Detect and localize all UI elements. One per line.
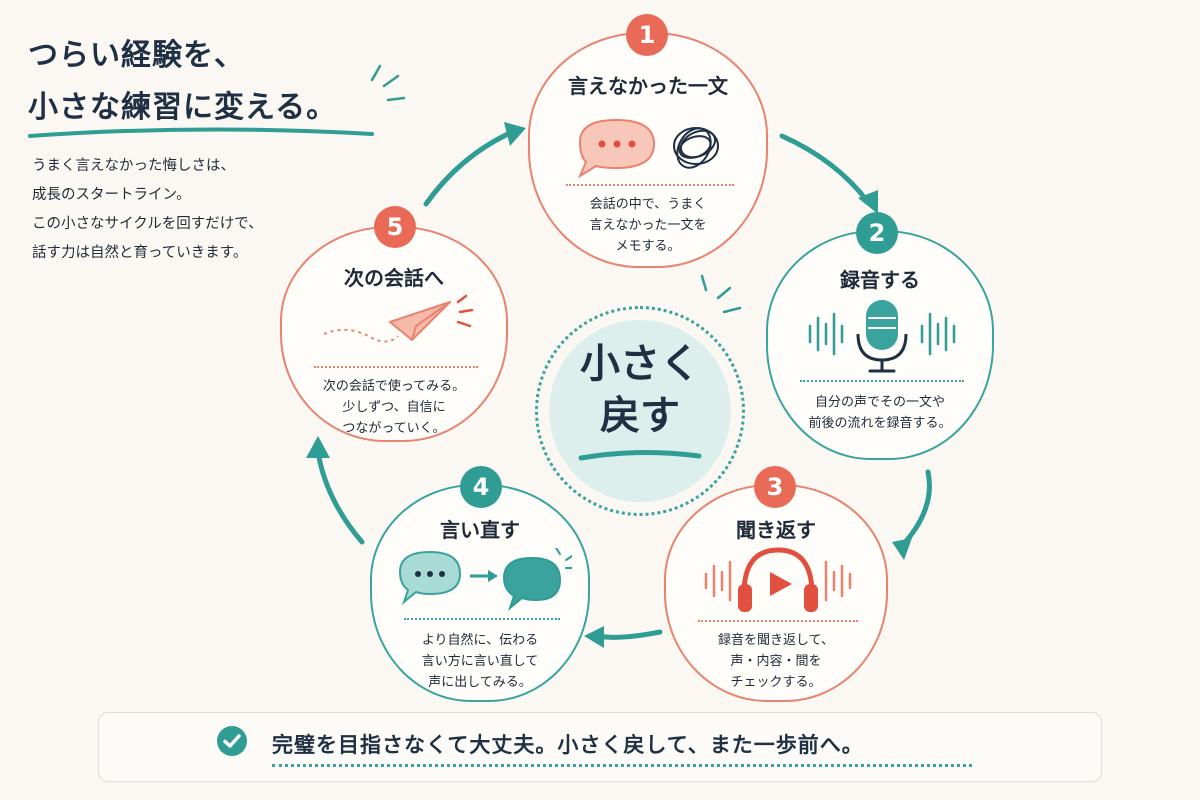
- step-desc-line: 言えなかった一文を: [589, 218, 707, 233]
- speech-bubble-icon: [577, 118, 656, 179]
- intro-text: うまく言えなかった悔しさは、 成長のスタートライン。 この小さなサイクルを回すだ…: [32, 152, 352, 268]
- step1-icons: [577, 118, 719, 179]
- microphone-icon: [808, 300, 956, 373]
- arrow-right-icon: [470, 570, 498, 582]
- step-number-badge-3: 3: [754, 466, 796, 508]
- center-label: 小さく 戻す: [549, 338, 731, 442]
- step-desc-line: 声に出してみる。: [428, 675, 532, 690]
- center-label-line-1: 小さく: [580, 341, 700, 387]
- center-disc: [549, 320, 731, 502]
- step-desc-line: つながっていく。: [342, 421, 446, 436]
- step-desc-line: 言い方に言い直して: [421, 654, 539, 669]
- step-desc: 会話の中で、うまく 言えなかった一文を メモする。: [530, 194, 766, 257]
- step-desc: より自然に、伝わる 言い方に言い直して 声に出してみる。: [372, 630, 588, 693]
- step-desc-line: より自然に、伝わる: [421, 633, 539, 648]
- step-card-5: 次の会話へ 次の会話で使ってみる。 少しずつ、自信に つながっていく。: [280, 226, 508, 442]
- step-card-3: 聞き返す 録音を聞き返して、 声・内容・間を チェックする。: [664, 484, 888, 702]
- step-divider: [566, 184, 734, 186]
- intro-line: 話す力は自然と育っていきます。: [32, 245, 248, 261]
- step-card-2: 録音する 自分の声でその一文や 前後の流れを録音する。: [766, 230, 994, 460]
- banner-message: 完璧を目指さなくて大丈夫。小さく戻して、また一歩前へ。: [272, 733, 864, 757]
- step-title: 言えなかった一文: [568, 74, 728, 98]
- headline-line-1: つらい経験を、: [28, 38, 245, 73]
- center-label-line-2: 戻す: [600, 393, 680, 439]
- step-number-badge-5: 5: [374, 206, 416, 248]
- step-desc-line: 少しずつ、自信に: [342, 400, 446, 415]
- center-ring: [535, 306, 745, 516]
- cycle-arrows: [315, 129, 932, 640]
- tangled-scribble-icon: [673, 127, 719, 169]
- step-desc-line: メモする。: [615, 239, 681, 254]
- step-desc: 録音を聞き返して、 声・内容・間を チェックする。: [666, 630, 886, 693]
- center-sparkle-icon: [700, 274, 742, 314]
- speech-bubble-icon: [398, 550, 462, 606]
- sparkle-icon: [370, 64, 406, 102]
- step4-icons: [398, 548, 572, 612]
- headline: つらい経験を、 小さな練習に変える。: [28, 30, 448, 134]
- bottom-banner: [98, 712, 1102, 782]
- center-underline: [578, 449, 702, 461]
- step-number-badge-2: 2: [856, 212, 898, 254]
- step-divider: [698, 620, 858, 622]
- step-desc: 次の会話で使ってみる。 少しずつ、自信に つながっていく。: [282, 376, 506, 439]
- step-title: 言い直す: [440, 518, 520, 542]
- step-desc-line: 前後の流れを録音する。: [808, 416, 952, 431]
- headline-underline: [28, 127, 374, 138]
- step-title: 次の会話へ: [344, 266, 444, 290]
- step-desc-line: 会話の中で、うまく: [589, 197, 707, 212]
- step-number-badge-1: 1: [626, 14, 668, 56]
- step-divider: [314, 366, 478, 368]
- cycle-arrowheads: [306, 122, 912, 648]
- step-desc-line: 自分の声でその一文や: [814, 395, 945, 410]
- step-divider: [800, 380, 964, 382]
- headphones-play-icon: [704, 547, 852, 612]
- step-desc-line: 声・内容・間を: [730, 654, 822, 669]
- step-card-4: 言い直す より自然に、伝わる 言い方に言い直して 声に出してみる。: [370, 484, 590, 702]
- speech-bubble-icon: [502, 556, 562, 612]
- step-desc-line: 録音を聞き返して、: [718, 633, 834, 648]
- intro-line: うまく言えなかった悔しさは、: [32, 158, 235, 174]
- paper-plane-icon: [323, 294, 474, 343]
- step-desc-line: チェックする。: [730, 675, 822, 690]
- banner-underline: [272, 764, 972, 767]
- step-divider: [404, 618, 560, 620]
- headline-line-2: 小さな練習に変える。: [28, 90, 338, 125]
- step-title: 聞き返す: [736, 518, 816, 542]
- check-circle-icon: [217, 726, 247, 756]
- intro-line: 成長のスタートライン。: [32, 187, 191, 203]
- step-card-1: 言えなかった一文 会話の中で、うまく 言えなかった一文を メモする。: [528, 32, 768, 268]
- step-title: 録音する: [840, 268, 920, 292]
- step-desc-line: 次の会話で使ってみる。: [322, 379, 466, 394]
- intro-line: この小さなサイクルを回すだけで、: [32, 216, 263, 232]
- step-desc: 自分の声でその一文や 前後の流れを録音する。: [768, 392, 992, 434]
- step-number-badge-4: 4: [460, 466, 502, 508]
